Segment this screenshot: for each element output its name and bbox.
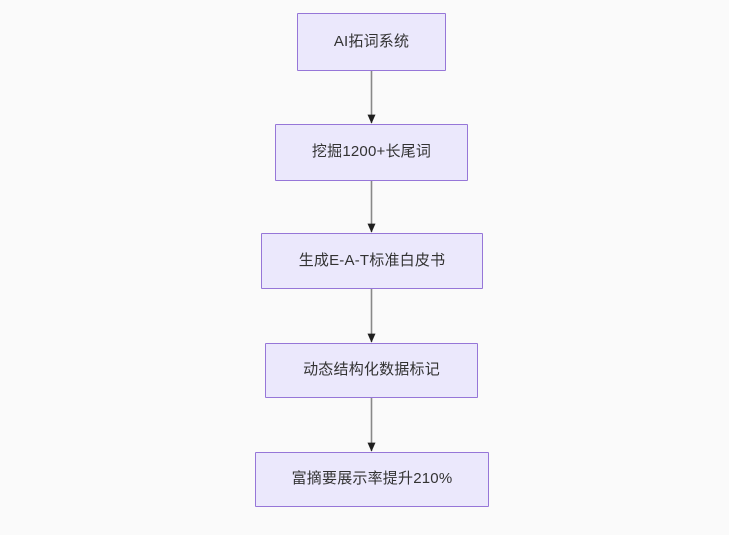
flow-node-label: 动态结构化数据标记: [303, 361, 440, 379]
flow-node-generate-eat-whitepaper[interactable]: 生成E-A-T标准白皮书: [261, 233, 483, 289]
flow-node-dynamic-structured-data-markup[interactable]: 动态结构化数据标记: [265, 343, 478, 398]
flow-node-label: AI拓词系统: [333, 32, 410, 50]
flow-node-ai-keyword-system[interactable]: AI拓词系统: [297, 13, 446, 71]
flow-node-label: 生成E-A-T标准白皮书: [298, 251, 446, 269]
flow-node-label: 挖掘1200+长尾词: [311, 143, 432, 161]
flow-node-rich-snippet-rate-increase[interactable]: 富摘要展示率提升210%: [255, 452, 489, 507]
flow-node-label: 富摘要展示率提升210%: [291, 470, 453, 488]
flow-node-mine-longtail-keywords[interactable]: 挖掘1200+长尾词: [275, 124, 468, 181]
